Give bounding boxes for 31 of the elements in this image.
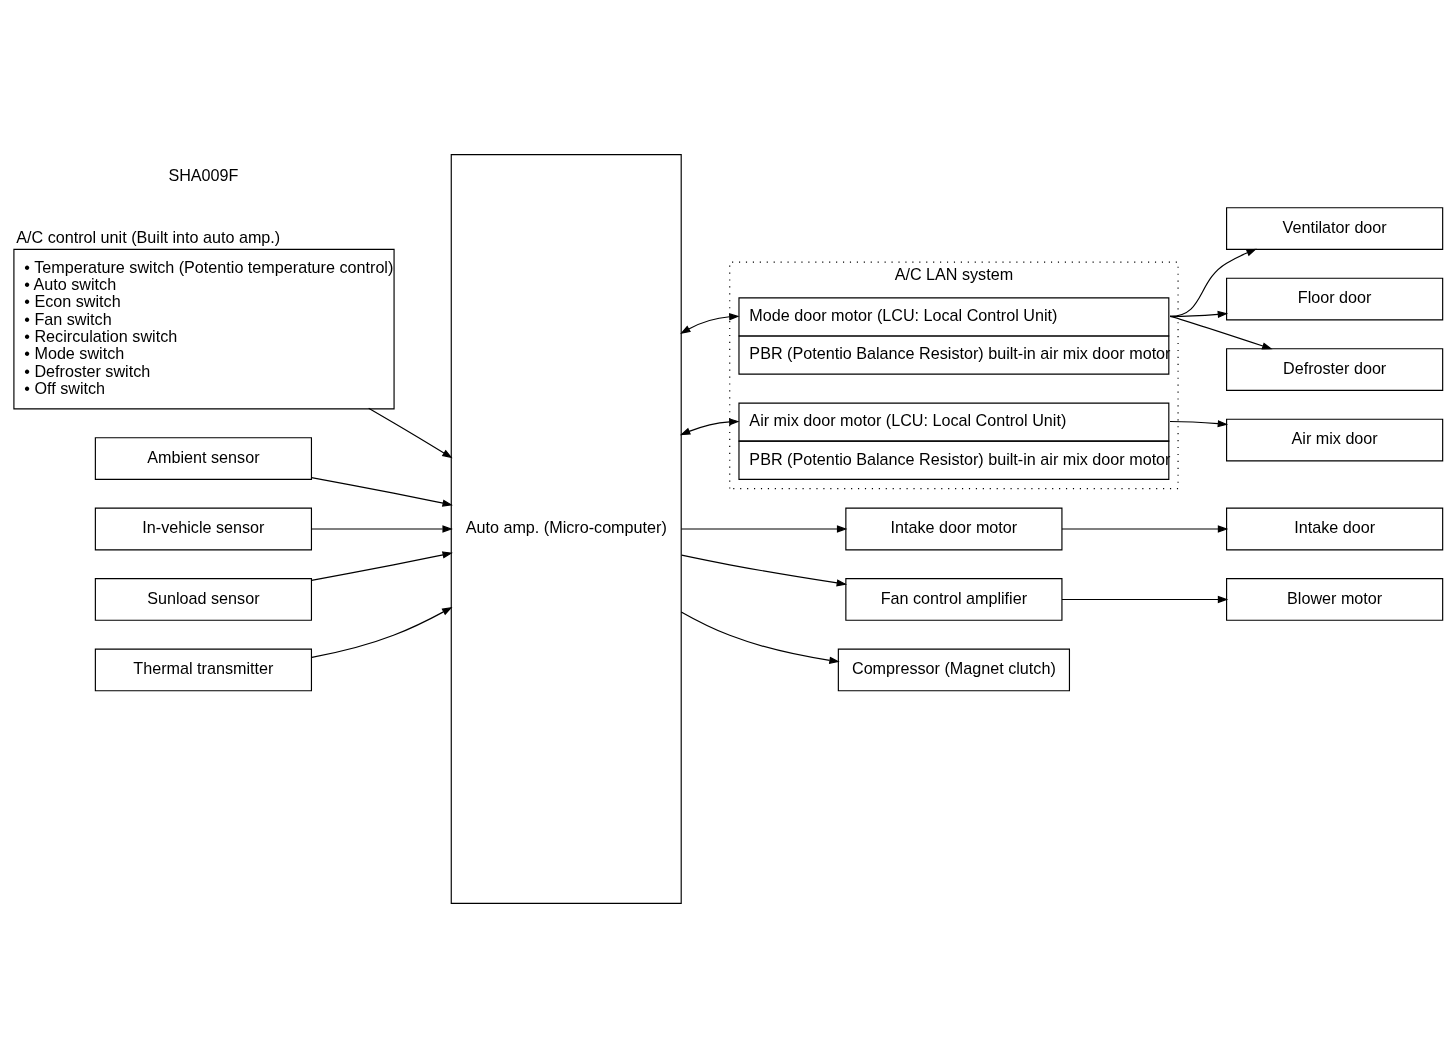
- node-label: A/C control unit (Built into auto amp.): [16, 227, 281, 246]
- label: SHA009F: [168, 165, 239, 184]
- node-box: Intake door: [1226, 507, 1444, 551]
- node-box: Sunload sensor: [94, 578, 313, 621]
- arrow: [680, 313, 740, 334]
- node-box: Compressor (Magnet clutch): [837, 648, 1071, 692]
- arrow: [310, 551, 453, 581]
- arrow: [311, 525, 453, 533]
- node-box: In-vehicle sensor: [94, 507, 313, 551]
- arrow: [1061, 525, 1229, 533]
- arrow: [681, 554, 848, 587]
- node-box: Floor door: [1226, 277, 1444, 321]
- node-box: Ventilator door: [1226, 207, 1444, 250]
- node-box: Auto amp. (Micro-computer): [450, 154, 682, 904]
- node-box: • Temperature switch (Potentio temperature control) • Auto switch • Econ switch • Fan switch • Recirculation switch • Mode switch • Defroster switch • Off switch: [13, 248, 395, 410]
- arrow: [310, 477, 453, 507]
- node-box: Thermal transmitter: [94, 648, 313, 692]
- arrow: [680, 611, 840, 664]
- arrow: [680, 525, 848, 533]
- arrow: [1169, 420, 1229, 428]
- arrow: [679, 418, 740, 436]
- node-box: Blower motor: [1226, 578, 1444, 621]
- node-box: Defroster door: [1226, 348, 1444, 391]
- arrow: [1061, 595, 1229, 604]
- node-box: Fan control amplifier: [845, 578, 1063, 621]
- arrow: [368, 407, 453, 459]
- node-box: Ambient sensor: [94, 437, 313, 480]
- node-box: Intake door motor: [845, 507, 1063, 551]
- arrow: [311, 606, 453, 658]
- node-box: Air mix door: [1226, 418, 1444, 462]
- arrow: [1169, 315, 1273, 350]
